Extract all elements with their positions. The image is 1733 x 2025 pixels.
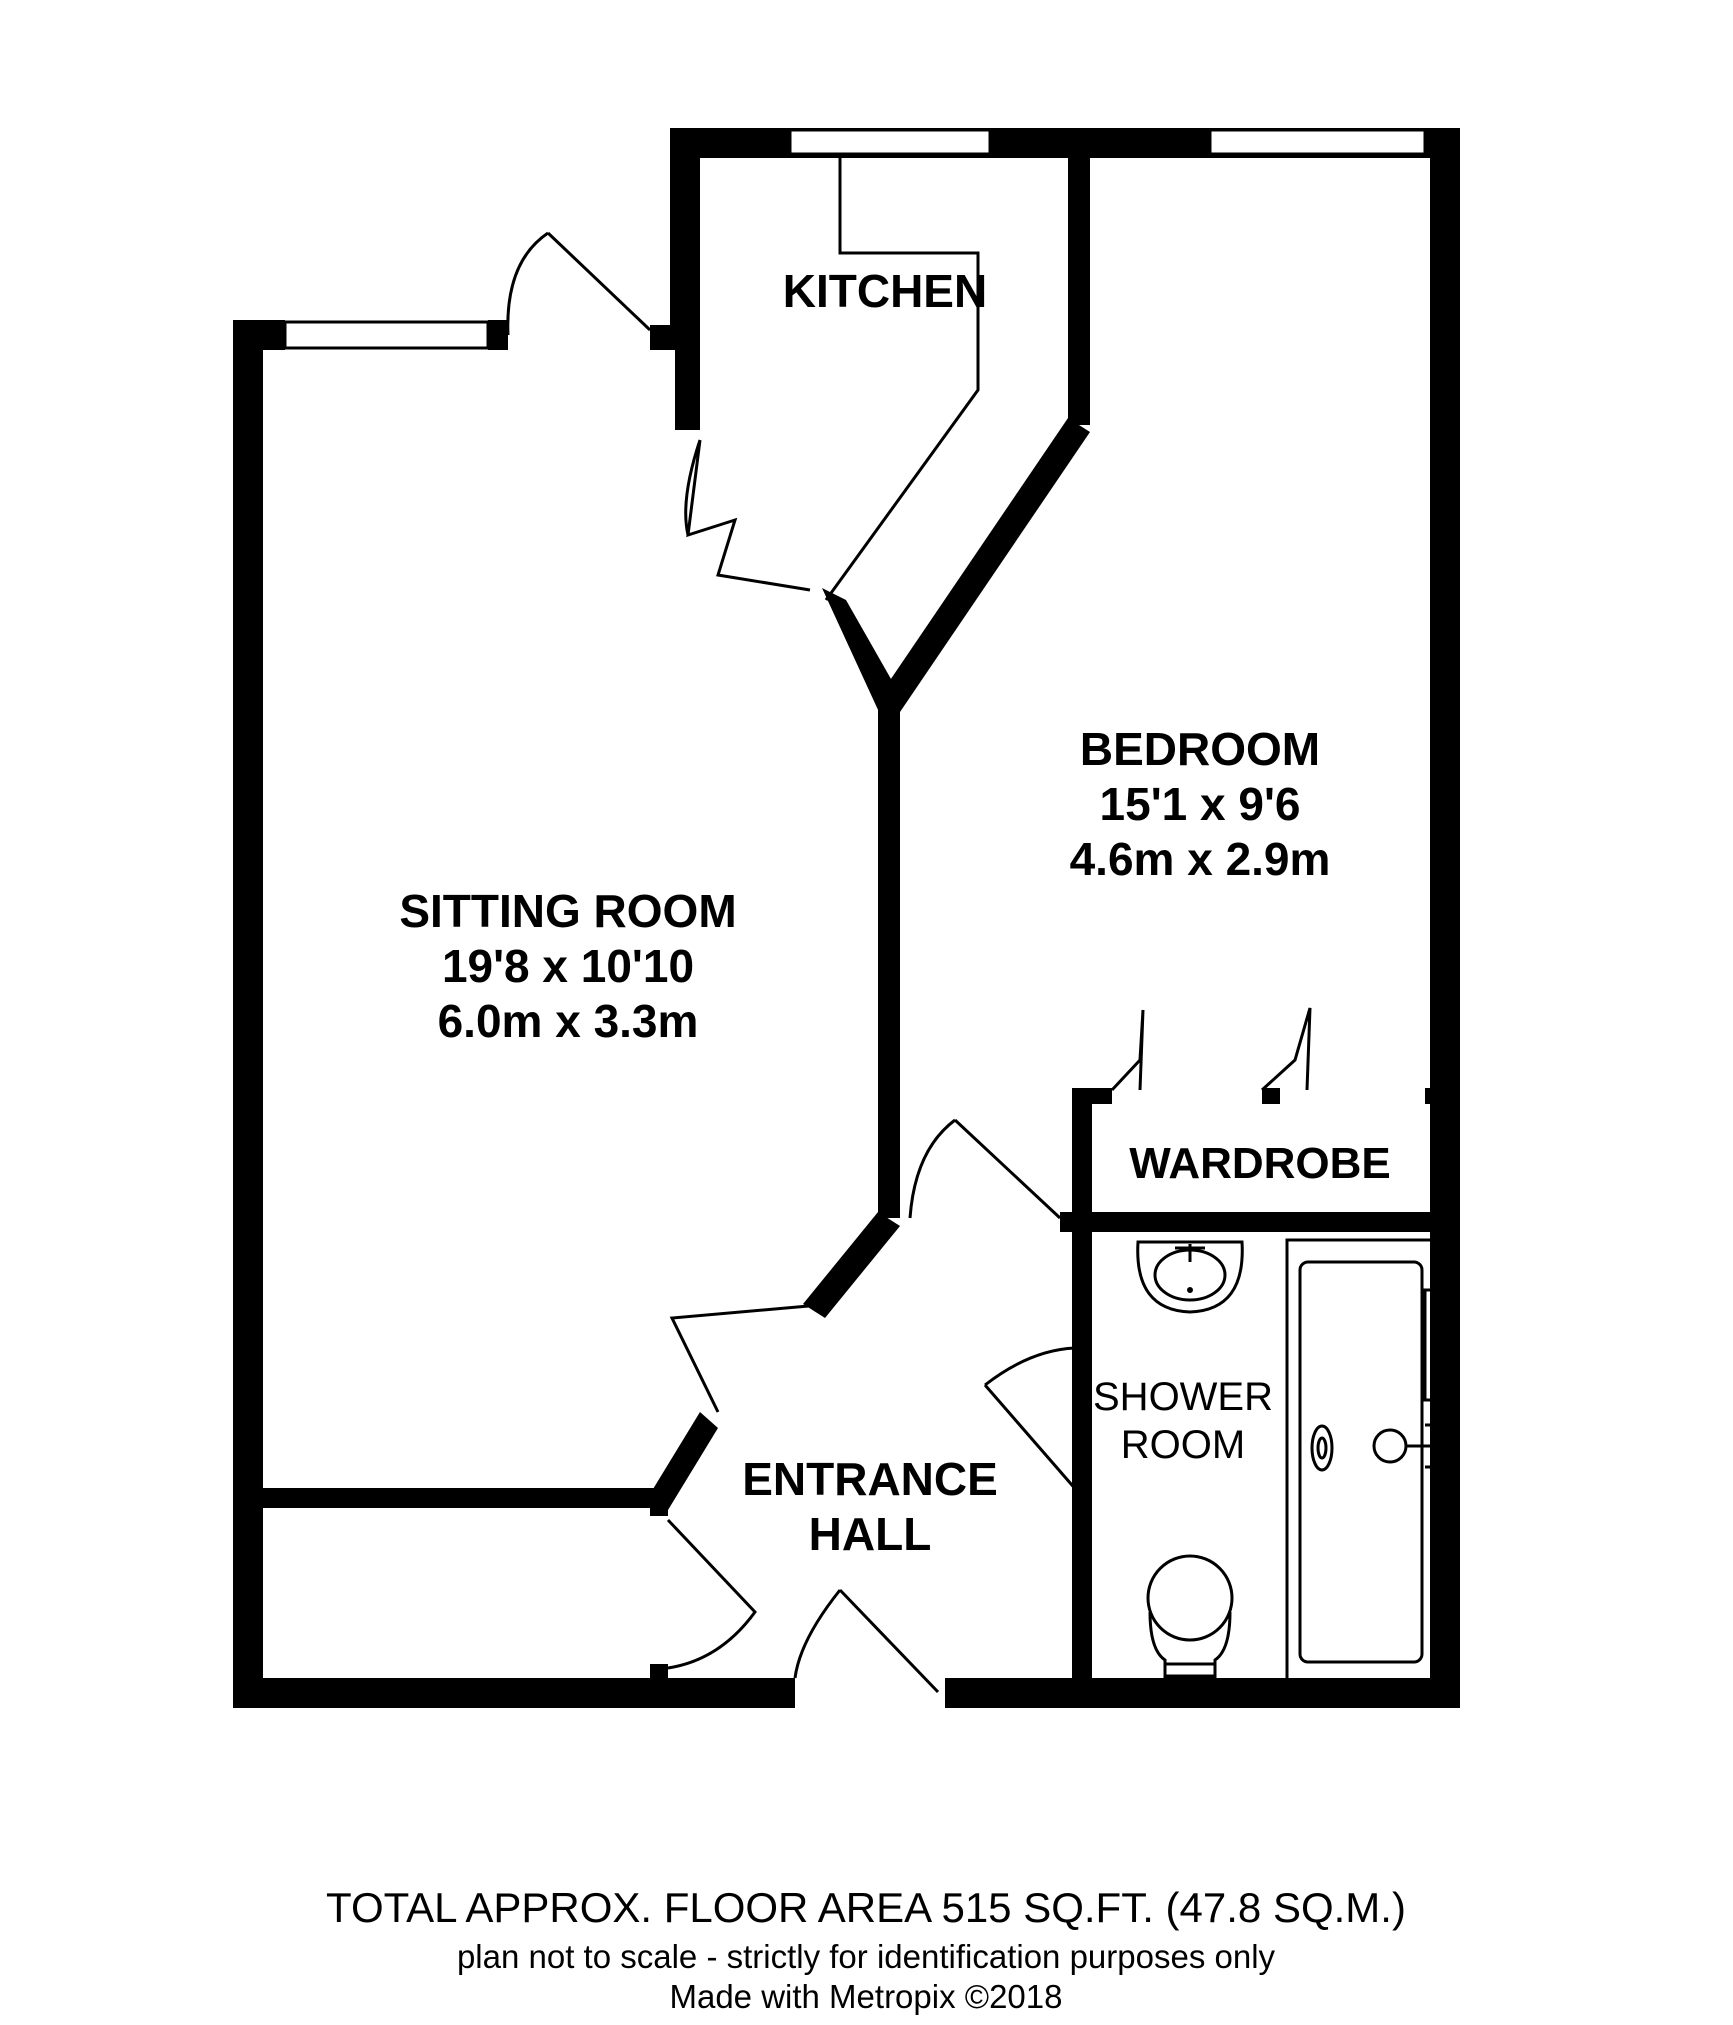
sitting-room-door (669, 1303, 821, 1413)
windows (283, 128, 1427, 350)
footer: TOTAL APPROX. FLOOR AREA 515 SQ.FT. (47.… (326, 1884, 1406, 2015)
scale-disclaimer: plan not to scale - strictly for identif… (457, 1938, 1276, 1975)
bedroom-window (1208, 128, 1427, 156)
kitchen-door (684, 439, 811, 592)
entrance-hall-label-line1: ENTRANCE (742, 1453, 998, 1505)
bedroom-door (908, 1118, 1062, 1220)
wardrobe-door-left (1110, 1009, 1145, 1092)
shower-tray-icon (1285, 1238, 1437, 1682)
bedroom-size-imperial: 15'1 x 9'6 (1100, 778, 1301, 830)
sitting-room-window (283, 320, 490, 350)
entrance-hall-label-line2: HALL (809, 1508, 932, 1560)
sitting-room-size-imperial: 19'8 x 10'10 (442, 940, 694, 992)
shower-room-door (983, 1346, 1080, 1493)
wardrobe-door-right (1260, 1007, 1312, 1092)
store-door (666, 1518, 757, 1670)
kitchen-window (788, 128, 992, 156)
kitchen-label: KITCHEN (783, 265, 987, 317)
bedroom-label: BEDROOM (1080, 723, 1320, 775)
kitchen-counter (824, 158, 980, 601)
total-floor-area: TOTAL APPROX. FLOOR AREA 515 SQ.FT. (47.… (326, 1884, 1406, 1931)
outer-walls (233, 128, 1460, 1708)
toilet-icon (1146, 1554, 1234, 1680)
sitting-room-size-metric: 6.0m x 3.3m (438, 995, 699, 1047)
shower-room-label-line1: SHOWER (1093, 1375, 1273, 1419)
sitting-room-label: SITTING ROOM (399, 885, 736, 937)
shower-room-label-line2: ROOM (1121, 1423, 1245, 1467)
sitting-room-external-door (506, 231, 652, 336)
doors (506, 158, 1312, 1694)
bedroom-size-metric: 4.6m x 2.9m (1070, 833, 1331, 885)
washbasin-icon (1136, 1240, 1244, 1314)
shower-room-fixtures (1136, 1238, 1437, 1682)
metropix-credit: Made with Metropix ©2018 (669, 1978, 1062, 2015)
interior-walls (263, 155, 1447, 1688)
wardrobe-label: WARDROBE (1129, 1139, 1391, 1188)
entrance-door (793, 1588, 940, 1694)
room-labels: KITCHEN BEDROOM 15'1 x 9'6 4.6m x 2.9m S… (399, 265, 1390, 1560)
